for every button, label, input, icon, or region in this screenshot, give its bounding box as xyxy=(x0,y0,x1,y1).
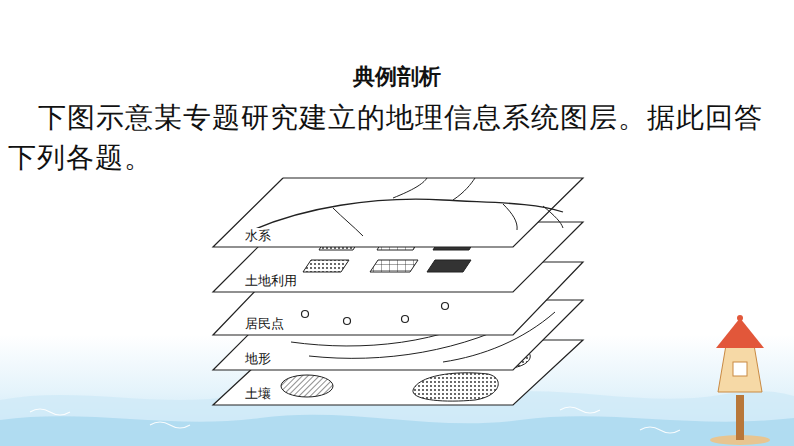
layer-name: 土壤 xyxy=(243,386,273,402)
lighthouse-icon xyxy=(710,315,770,445)
layer-name: 地形 xyxy=(243,351,273,367)
layer-content xyxy=(281,349,530,401)
layer-content xyxy=(303,240,475,272)
gis-layer: 水系 xyxy=(213,178,583,247)
layer-content xyxy=(302,303,449,325)
layer-name: 水系 xyxy=(243,228,273,244)
layer-content xyxy=(253,178,563,236)
question-stem: 下图示意某专题研究建立的地理信息系统图层。据此回答下列各题。 xyxy=(8,98,780,178)
slide-title: 典例剖析 xyxy=(0,62,794,92)
layer-name: 土地利用 xyxy=(243,273,299,289)
layer-name: 居民点 xyxy=(243,316,286,332)
layer-content xyxy=(291,304,555,362)
